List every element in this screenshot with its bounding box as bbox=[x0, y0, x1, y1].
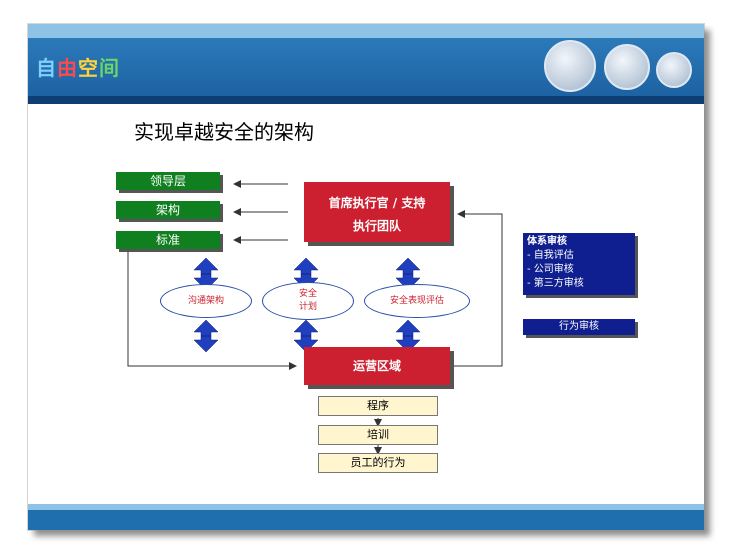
ellipse-label: 计划 bbox=[298, 302, 317, 312]
logo-char: 由 bbox=[57, 56, 78, 80]
system-audit-item: - 第三方审核 bbox=[527, 278, 584, 289]
arrow-operations-to-ceo bbox=[454, 210, 503, 367]
logo-char: 空 bbox=[78, 56, 99, 80]
footer-top-stripe bbox=[28, 504, 704, 510]
double-arrow-icon bbox=[193, 319, 219, 353]
power-tower-image-2 bbox=[604, 44, 650, 90]
page-title: 实现卓越安全的架构 bbox=[134, 120, 314, 144]
system-audit-item: - 自我评估 bbox=[527, 250, 574, 261]
connector-lines bbox=[127, 180, 503, 455]
operations-box: 运营区域 bbox=[304, 347, 450, 385]
footer-bar bbox=[28, 510, 704, 530]
system-audit-title: 体系审核 bbox=[527, 236, 567, 247]
ceo-box: 首席执行官 / 支持 执行团队 bbox=[304, 182, 450, 242]
system-audit-box: 体系审核 - 自我评估 - 公司审核 - 第三方审核 bbox=[523, 233, 635, 295]
power-tower-image-1 bbox=[544, 40, 596, 92]
procedure-box: 程序 bbox=[318, 396, 438, 416]
standards-box: 标准 bbox=[116, 231, 220, 249]
logo-char: 自 bbox=[36, 56, 57, 80]
behavior-audit-box: 行为审核 bbox=[523, 319, 635, 335]
ceo-box-line2: 执行团队 bbox=[352, 219, 401, 233]
ceo-box-line1: 首席执行官 / 支持 bbox=[328, 196, 426, 210]
slide: 自由空间 实现卓越安全的架构 领导层 架构 标准 首席 bbox=[28, 24, 704, 530]
architecture-box: 架构 bbox=[116, 201, 220, 219]
double-arrow-icon bbox=[293, 319, 319, 353]
safety-performance-ellipse: 安全表现评估 bbox=[364, 284, 470, 318]
training-box: 培训 bbox=[318, 425, 438, 445]
system-audit-item: - 公司审核 bbox=[527, 264, 574, 275]
ellipse-label: 沟通架构 bbox=[187, 295, 224, 306]
header-top-stripe bbox=[28, 24, 704, 38]
header-bottom-stripe bbox=[28, 96, 704, 104]
logo: 自由空间 bbox=[36, 52, 120, 81]
power-tower-image-3 bbox=[656, 52, 692, 88]
double-arrow-icon bbox=[395, 319, 421, 353]
logo-char: 间 bbox=[99, 56, 120, 80]
ellipse-label: 安全表现评估 bbox=[389, 295, 444, 306]
safety-plan-ellipse: 安全 计划 bbox=[262, 282, 354, 320]
leadership-box: 领导层 bbox=[116, 172, 220, 190]
employee-behavior-box: 员工的行为 bbox=[318, 453, 438, 473]
ellipse-label: 安全 bbox=[298, 289, 317, 299]
header-bar: 自由空间 bbox=[28, 24, 704, 104]
communication-ellipse: 沟通架构 bbox=[160, 284, 252, 318]
arrow-standards-to-operations bbox=[127, 252, 297, 370]
